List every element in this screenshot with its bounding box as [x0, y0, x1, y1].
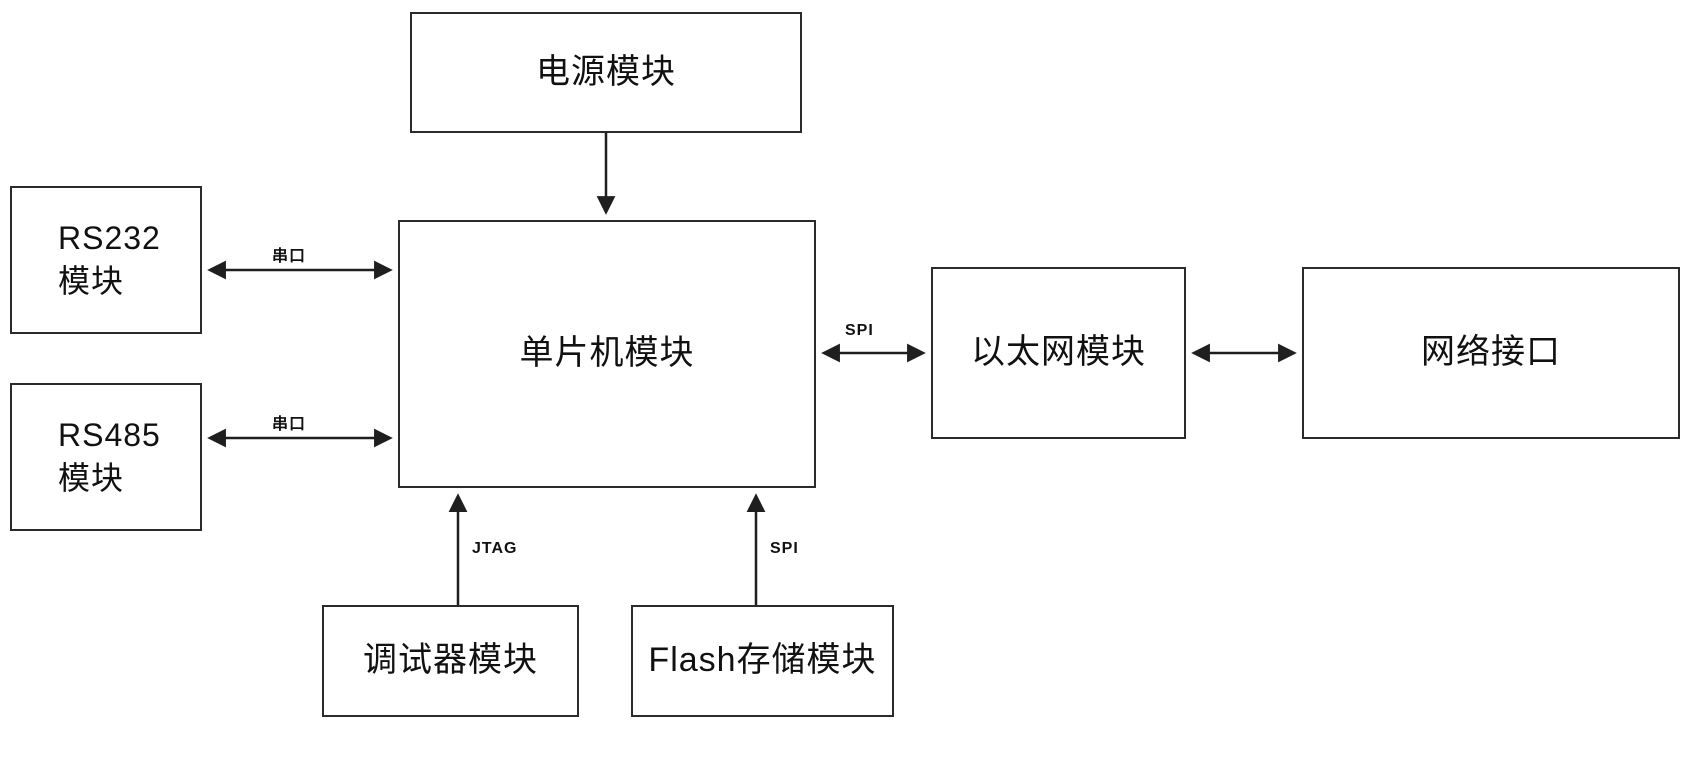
- node-network-interface: 网络接口: [1302, 267, 1680, 439]
- node-rs232-module: RS232 模块: [10, 186, 202, 334]
- node-debugger-module: 调试器模块: [322, 605, 579, 717]
- node-flash-label: Flash存储模块: [648, 641, 877, 680]
- edge-label-mcu-ethernet-spi: SPI: [845, 322, 874, 339]
- edge-label-debugger-jtag: JTAG: [472, 540, 518, 557]
- node-power-module: 电源模块: [410, 12, 802, 133]
- edge-label-rs232-serial: 串口: [272, 248, 307, 265]
- node-ethernet-module: 以太网模块: [931, 267, 1186, 439]
- edge-label-rs485-serial: 串口: [272, 416, 307, 433]
- node-mcu-label: 单片机模块: [519, 334, 695, 373]
- edge-label-flash-spi: SPI: [770, 540, 799, 557]
- node-network-label: 网络接口: [1421, 333, 1561, 372]
- node-power-label: 电源模块: [536, 52, 676, 91]
- node-rs485-module: RS485 模块: [10, 383, 202, 531]
- node-debugger-label: 调试器模块: [363, 641, 538, 680]
- node-rs485-label: RS485 模块: [58, 416, 161, 496]
- node-mcu-module: 单片机模块: [398, 220, 816, 488]
- node-rs232-label: RS232 模块: [58, 219, 161, 299]
- node-flash-module: Flash存储模块: [631, 605, 894, 717]
- node-ethernet-label: 以太网模块: [971, 333, 1146, 372]
